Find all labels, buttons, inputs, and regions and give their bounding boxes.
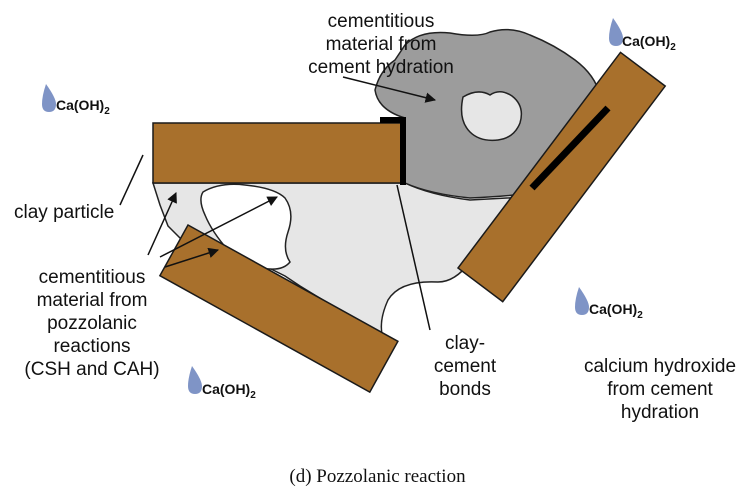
ca-oh-2-label: Ca(OH)2 xyxy=(202,381,256,401)
cement-hydration-void xyxy=(462,92,522,141)
ca-oh-2-label: Ca(OH)2 xyxy=(56,97,110,117)
clay-particle-top xyxy=(153,123,403,183)
label-clay-cement-bonds: clay- cement bonds xyxy=(425,332,505,401)
label-pozzolanic-material: cementitious material from pozzolanic re… xyxy=(22,266,162,381)
leader-clay-particle xyxy=(120,155,143,205)
droplet-icon xyxy=(188,366,202,394)
droplet-icon xyxy=(42,84,56,112)
droplet-icon xyxy=(575,287,589,315)
label-clay-particle: clay particle xyxy=(14,201,144,224)
ca-oh-2-label: Ca(OH)2 xyxy=(589,301,643,321)
figure-caption: (d) Pozzolanic reaction xyxy=(0,466,755,488)
droplet-icon xyxy=(609,18,623,46)
ca-oh-2-label: Ca(OH)2 xyxy=(622,33,676,53)
label-cement-hydration-material: cementitious material from cement hydrat… xyxy=(306,10,456,79)
label-calcium-hydroxide: calcium hydroxide from cement hydration xyxy=(570,355,750,424)
